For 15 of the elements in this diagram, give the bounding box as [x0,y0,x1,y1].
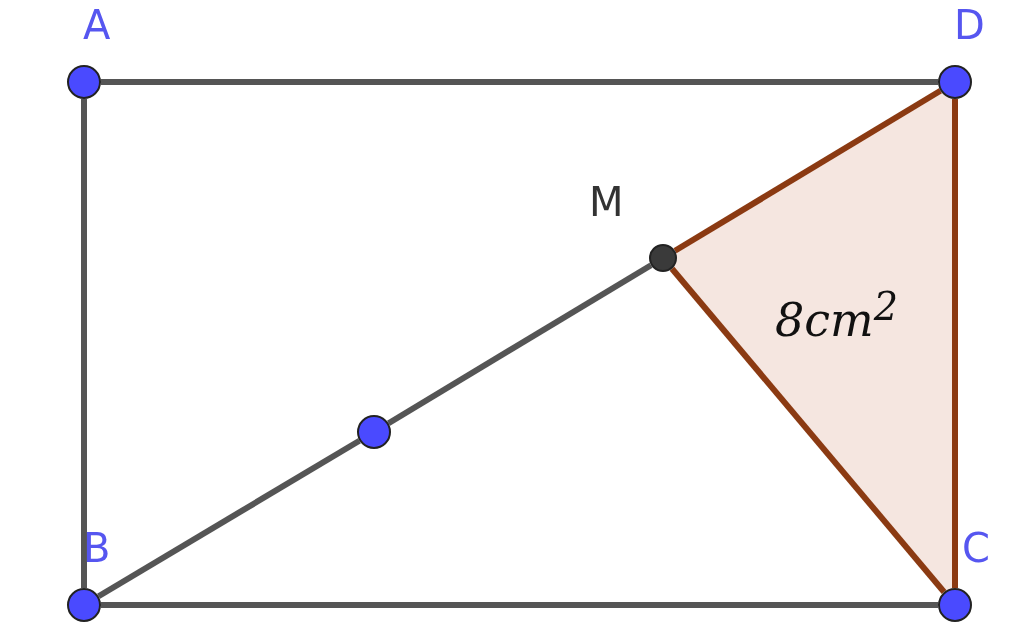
point-label: C [962,528,990,568]
line-segment [952,99,958,588]
point-label: D [954,5,985,45]
area-label: 8cm$^{2}$ [775,283,899,346]
line-segment [101,602,938,608]
line-segment [673,88,942,254]
line-segment [97,438,361,599]
point-label: A [83,5,111,45]
point [357,415,391,449]
point-label: M [589,182,624,222]
line-segment [387,262,653,426]
line-segment [669,266,947,594]
line-segment [81,99,87,588]
point-label: B [83,528,111,568]
line-segment [101,79,938,85]
